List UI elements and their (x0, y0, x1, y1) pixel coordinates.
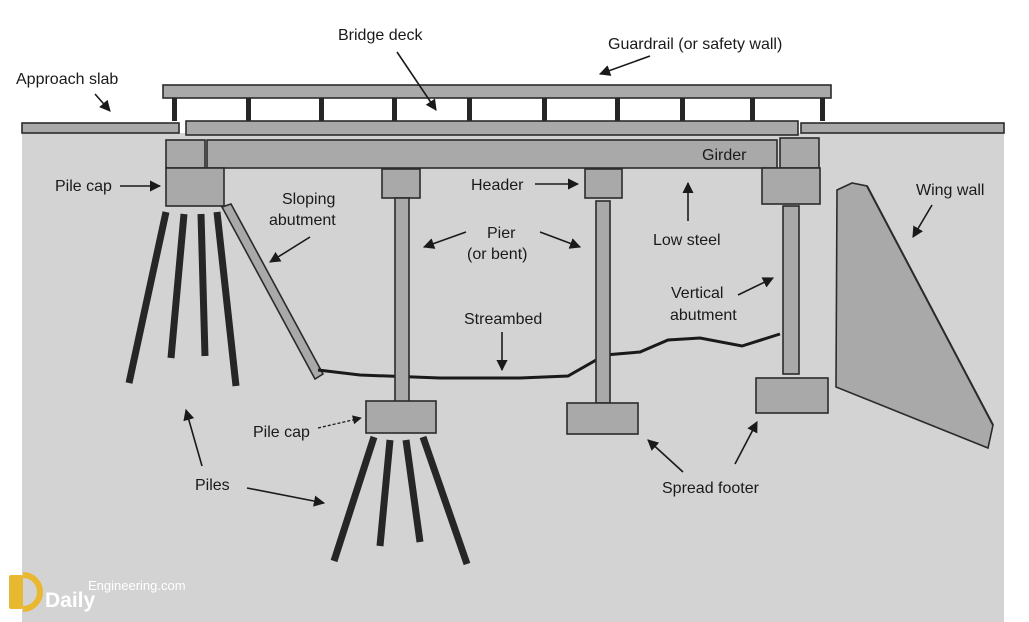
guardrail-posts (172, 98, 825, 121)
sloping-abutment (220, 203, 325, 381)
label-vertical-abutment-line1: Vertical (671, 285, 723, 302)
approach-slab-right (800, 122, 1005, 134)
label-pier-line1: Pier (487, 225, 516, 242)
label-header: Header (471, 177, 524, 194)
logo-mark (9, 575, 23, 609)
guardrail-top-rail (162, 84, 832, 99)
pier-1-column (394, 197, 410, 403)
label-pile-cap-center: Pile cap (253, 424, 310, 441)
label-piles: Piles (195, 477, 230, 494)
label-pier-line2: (or bent) (467, 246, 527, 263)
vertical-abutment-column (782, 205, 800, 375)
spread-footer-center (566, 402, 639, 435)
girder (206, 139, 778, 169)
label-spread-footer: Spread footer (662, 480, 760, 497)
label-sloping-abutment-line1: Sloping (282, 191, 335, 208)
daily-engineering-logo: Engineering.com Daily (9, 572, 186, 612)
vertical-abutment-cap (761, 167, 821, 205)
label-vertical-abutment-line2: abutment (670, 307, 737, 324)
wing-wall-edge (866, 185, 994, 426)
bridge-deck (185, 120, 799, 136)
pier-2-header (584, 168, 623, 199)
label-approach-slab: Approach slab (16, 71, 118, 88)
right-abutment-block (779, 137, 820, 169)
spread-footer-right (755, 377, 829, 414)
label-sloping-abutment-line2: abutment (269, 212, 336, 229)
left-abutment-block (165, 139, 206, 169)
label-streambed: Streambed (464, 311, 542, 328)
leader-arrows (94, 51, 933, 507)
label-wing-wall: Wing wall (916, 182, 984, 199)
label-low-steel: Low steel (653, 232, 721, 249)
pile-cap-left (165, 167, 225, 207)
pier-1-header (381, 168, 421, 199)
label-girder: Girder (702, 147, 747, 164)
logo-mark-curve (22, 572, 43, 612)
pier-2-column (595, 200, 611, 404)
label-pile-cap-left: Pile cap (55, 178, 112, 195)
label-bridge-deck: Bridge deck (338, 27, 423, 44)
label-guardrail: Guardrail (or safety wall) (608, 36, 782, 53)
logo-big-text: Daily (45, 589, 96, 612)
logo-small-text: Engineering.com (88, 578, 186, 593)
approach-slab-left (21, 122, 180, 134)
pile-cap-center (365, 400, 437, 434)
piles-center (330, 435, 471, 566)
piles-left (125, 211, 240, 387)
